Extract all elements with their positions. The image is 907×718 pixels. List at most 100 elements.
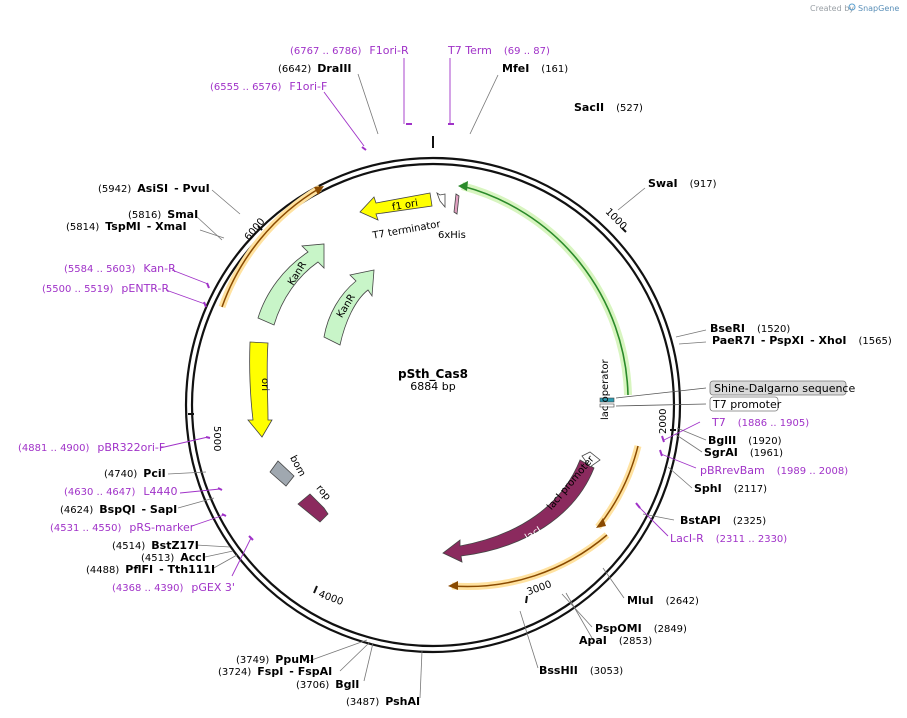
primer-mark [659,449,663,457]
primer-leader-line [179,488,221,494]
enzyme-label-pspomi[interactable]: PspOMI(2849) [595,622,687,635]
leader-line [199,229,225,239]
shine-dalgarno-label: Shine-Dalgarno sequence [714,382,855,395]
f1-ori-label: f1 ori [391,198,419,213]
tick-mark [313,585,318,594]
feature-leader-line [615,387,707,399]
primer-label-f1ori-r[interactable]: (6767 .. 6786)F1ori-R [290,44,409,57]
rop-label: rop [314,483,333,503]
t7-promoter-box[interactable] [709,396,779,412]
laci-promoter-feature[interactable] [581,451,601,468]
enzyme-labels: MfeI(161) SacII(527) SwaI(917) BseRI(152… [60,62,892,708]
enzyme-label-bgli[interactable]: (3706)BglI [296,678,359,691]
6xhis-label: 6xHis [438,230,466,241]
leader-line [211,554,238,570]
bom-feature[interactable] [269,460,295,487]
t7-terminator-label: T7 terminator [371,219,443,242]
primer-label-pbr322ori-f[interactable]: (4881 .. 4900)pBR322ori-F [18,441,165,454]
enzyme-label-apai[interactable]: ApaI(2853) [579,634,652,647]
orange-arc-arrowhead [314,186,324,195]
leader-line [676,427,707,441]
rop-feature[interactable] [297,493,329,523]
tick-mark [257,225,263,231]
enzyme-label-sphi[interactable]: SphI(2117) [694,482,767,495]
primer-leader-line [660,453,697,469]
enzyme-label-draiii[interactable]: (6642)DraIII [278,62,352,75]
leader-line [305,639,368,663]
enzyme-label-bspqi[interactable]: (4624)BspQI- SapI [60,503,177,516]
6xhis-feature[interactable] [453,193,460,215]
plasmid-size: 6884 bp [410,380,455,393]
primer-labels: (6767 .. 6786)F1ori-R T7 Term(69 .. 87) … [18,44,848,594]
enzyme-label-swai[interactable]: SwaI(917) [648,177,717,190]
leader-line [678,341,707,345]
enzyme-label-bglii[interactable]: BglII(1920) [708,434,782,447]
cas-insert-arrowhead [458,181,468,191]
enzyme-label-pcii[interactable]: (4740)PciI [104,467,166,480]
brand-text: SnapGene [858,4,899,13]
enzyme-label-pflfi[interactable]: (4488)PflFI- Tth111I [86,563,215,576]
leader-line [565,592,593,639]
enzyme-label-sacii[interactable]: SacII(527) [574,101,643,114]
ori-feature[interactable] [247,341,273,438]
enzyme-label-ppumi[interactable]: (3749)PpuMI [236,653,314,666]
feature-leader-line [615,403,707,407]
cas-insert-arc[interactable] [461,185,629,396]
primer-leader-line [323,91,365,147]
t7-terminator-feature[interactable] [436,191,446,209]
leader-line [204,550,234,558]
enzyme-label-bstapi[interactable]: BstAPI(2325) [680,514,766,527]
orange-arc[interactable] [451,534,608,588]
lac-operator-feature-2[interactable] [599,403,615,408]
enzyme-label-bseri[interactable]: BseRI(1520) [710,322,790,335]
primer-leader-line [165,289,206,305]
tick-label: 2000 [658,409,669,434]
enzyme-label-fspi[interactable]: (3724)FspI- FspAI [218,665,332,678]
enzyme-label-bstz17i[interactable]: (4514)BstZ17I [112,539,199,552]
primer-leader-line [663,421,701,441]
leader-line [675,329,707,338]
f1-ori-feature[interactable] [359,192,433,221]
leader-line [357,73,379,135]
enzyme-label-tspmi[interactable]: (5814)TspMI- XmaI [66,220,187,233]
orange-arc[interactable] [221,187,321,308]
shine-dalgarno-box[interactable] [709,380,847,396]
tick-mark [525,595,528,604]
primer-leader-line [231,537,252,577]
leader-line [363,642,374,682]
orange-arc-highlight [595,445,642,530]
kanr-feature-1[interactable] [257,243,325,326]
primer-label-f1ori-f[interactable]: (6555 .. 6576)F1ori-F [210,80,327,93]
leader-line [519,610,539,669]
lac-operator-feature[interactable] [599,397,615,403]
primer-label-prs-marker[interactable]: (4531 .. 4550)pRS-marker [50,521,195,534]
plasmid-name: pSth_Cas8 [398,367,468,382]
enzyme-label-mlui[interactable]: MluI(2642) [627,594,699,607]
lac-operator-label: lac operator [600,359,611,420]
enzyme-label-smai[interactable]: (5816)SmaI [128,208,198,221]
kanr-feature-2[interactable] [323,269,375,346]
enzyme-label-mfei[interactable]: MfeI(161) [502,62,568,75]
enzyme-label-paer7i[interactable]: PaeR7I- PspXI- XhoI(1565) [712,334,892,347]
tick-label: 3000 [526,579,554,598]
primer-label-kan-r[interactable]: (5584 .. 5603)Kan-R [64,262,176,275]
leader-lines [167,73,707,699]
leader-line [195,215,223,241]
primer-label-pentr-r[interactable]: (5500 .. 5519)pENTR-R [42,282,169,295]
primer-label-pgex3[interactable]: (4368 .. 4390)pGEX 3' [112,581,235,594]
enzyme-label-sgrai[interactable]: SgrAI(1961) [704,446,783,459]
primer-label-laci-r[interactable]: LacI-R(2311 .. 2330) [670,532,787,545]
enzyme-label-asisi[interactable]: (5942)AsiSI- PvuI [98,182,210,195]
enzyme-label-bsshii[interactable]: BssHII(3053) [539,664,623,677]
primer-label-t7[interactable]: T7(1886 .. 1905) [711,416,809,429]
leader-line [617,187,646,211]
t7-promoter-label: T7 promoter [712,398,782,411]
leader-line [674,433,703,453]
primer-leader-line [637,505,669,537]
primer-label-t7-term[interactable]: T7 Term(69 .. 87) [447,44,550,57]
laci-feature[interactable] [442,459,595,563]
primer-label-pbrrevbam[interactable]: pBRrevBam(1989 .. 2008) [700,464,848,477]
enzyme-label-acci[interactable]: (4513)AccI [141,551,206,564]
primer-label-l4440[interactable]: (4630 .. 4647)L4440 [64,485,178,498]
enzyme-label-pshai[interactable]: (3487)PshAI [346,695,420,708]
